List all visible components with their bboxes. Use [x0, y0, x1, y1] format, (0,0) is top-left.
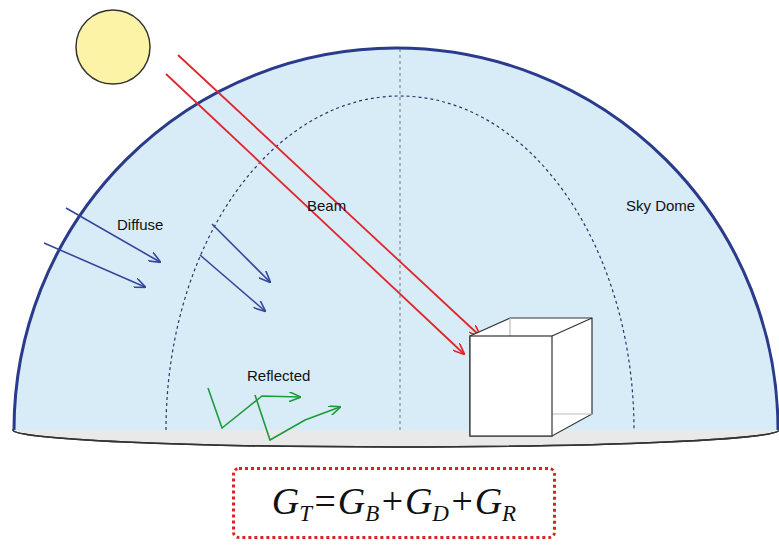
- formula-term: G: [272, 480, 299, 522]
- diffuse-label: Diffuse: [117, 217, 163, 234]
- formula-subscript: R: [502, 500, 516, 525]
- formula: GT=GB+GD+GR: [272, 482, 516, 525]
- reflected-label: Reflected: [247, 368, 310, 385]
- sky-dome-label: Sky Dome: [626, 198, 695, 215]
- reflected-arrow: [208, 388, 300, 428]
- ground-edge: [13, 430, 779, 447]
- formula-term: +G: [449, 480, 502, 522]
- sun: [76, 10, 150, 84]
- formula-subscript: D: [432, 500, 449, 525]
- beam-arrow: [166, 74, 464, 354]
- formula-term: =G: [312, 480, 365, 522]
- beam-label: Beam: [307, 198, 346, 215]
- formula-term: +G: [379, 480, 432, 522]
- formula-subscript: B: [365, 500, 379, 525]
- reflected-arrow: [255, 395, 340, 440]
- diffuse-arrow: [200, 255, 265, 311]
- dome-outline: [14, 48, 778, 430]
- dome-fill: [13, 48, 779, 430]
- dome-axis: [400, 49, 401, 430]
- formula-subscript: T: [299, 500, 312, 525]
- formula-box: GT=GB+GD+GR: [232, 467, 556, 539]
- diffuse-arrow: [44, 243, 145, 287]
- beam-arrow: [178, 55, 480, 336]
- cube: [470, 318, 592, 436]
